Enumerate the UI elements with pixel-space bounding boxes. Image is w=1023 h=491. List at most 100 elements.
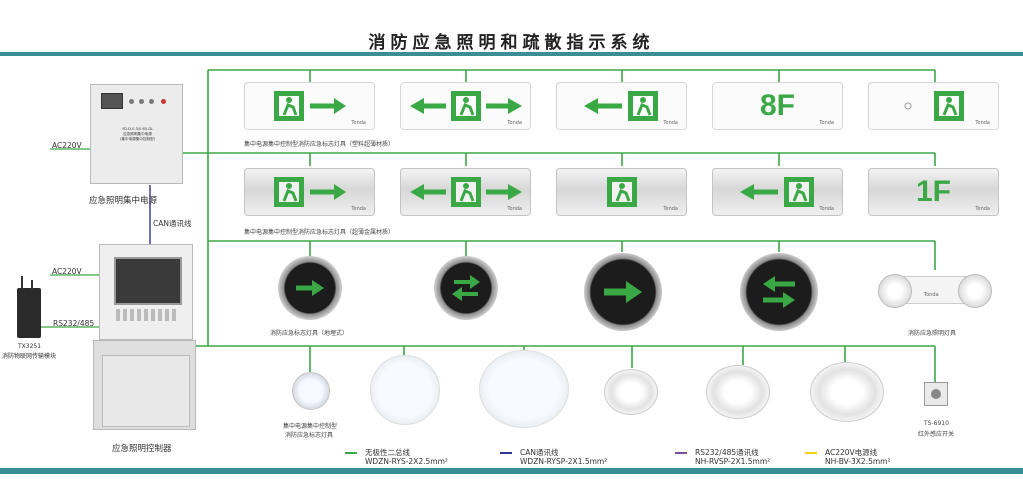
module-model: TX3251 <box>18 343 42 350</box>
floor-sign-large-right[interactable] <box>584 253 662 331</box>
brand-mark: Tonda <box>819 120 834 126</box>
exit-left-icon <box>583 91 658 121</box>
panel-downlight-medium[interactable] <box>370 355 440 425</box>
plate-line: YD-D-0.3/0.65-DL <box>121 127 154 131</box>
brand-mark: Tonda <box>507 120 522 126</box>
arrow-right-icon <box>296 280 324 296</box>
sensor-model: TS-6910 <box>924 420 949 427</box>
controller-cabinet <box>93 340 196 430</box>
row4-caption-line1: 集中电源集中控制型 <box>283 423 338 430</box>
row1-caption: 集中电源集中控制型消防应急标志灯具（塑料超薄材质） <box>244 141 395 148</box>
sign-exit-right[interactable]: Tonda <box>244 82 375 130</box>
bottom-accent-bar <box>0 468 1023 474</box>
exit-door-icon <box>606 177 637 207</box>
top-accent-bar <box>0 52 1023 56</box>
brand-mark: Tonda <box>975 120 990 126</box>
indicator-dot-red <box>161 99 166 104</box>
legend-swatch-yellow <box>805 452 817 454</box>
exit-both-icon <box>409 177 522 207</box>
cable-legend: 无极性二总线 WDZN-RYS-2X2.5mm² CAN通讯线 WDZN-RYS… <box>345 447 985 467</box>
sign-floor-1f[interactable]: 1F Tonda <box>868 168 999 216</box>
indicator-dot <box>149 99 154 104</box>
controller-name: 应急照明控制器 <box>112 444 172 454</box>
exit-right-icon <box>273 177 346 207</box>
row2-caption: 集中电源集中控制型消防应急标志灯具（超薄金属材质） <box>244 229 395 236</box>
twin-spot-emergency-light[interactable]: Tonda <box>878 272 992 308</box>
emergency-controller[interactable] <box>99 244 193 340</box>
brand-mark: Tonda <box>663 206 678 212</box>
plate-line: 应急照明集中电源 <box>123 132 152 136</box>
spot-downlight-small[interactable] <box>604 369 658 415</box>
legend-spec: WDZN-RYS-2X2.5mm² <box>365 457 448 466</box>
row3-caption-left: 消防应急标志灯具（地埋式） <box>270 330 349 337</box>
legend-spec: WDZN-RYSP-2X1.5mm² <box>520 457 608 466</box>
power-unit-input-label: AC220V <box>52 141 82 150</box>
indicator-dot <box>139 99 144 104</box>
antenna <box>31 280 33 290</box>
antenna <box>21 276 23 290</box>
legend-swatch-green <box>345 452 357 454</box>
lamp-head-right <box>958 274 992 308</box>
sign-exit-door[interactable]: Tonda <box>868 82 999 130</box>
controller-keypad <box>116 309 176 321</box>
legend-name: RS232/485通讯线 <box>695 448 759 457</box>
infrared-sensor-switch[interactable] <box>924 382 948 406</box>
indicator-dot <box>129 99 134 104</box>
floor-sign-right[interactable] <box>278 256 342 320</box>
brand-mark: Tonda <box>924 292 939 298</box>
arrow-right-icon <box>604 281 642 303</box>
mini-downlight[interactable] <box>292 372 330 410</box>
cabinet-door <box>102 355 190 427</box>
double-arrow-icon <box>763 276 795 308</box>
power-unit-name: 应急照明集中电源 <box>89 196 158 206</box>
brand-mark: Tonda <box>351 206 366 212</box>
legend-spec: NH-BV-3X2.5mm² <box>825 457 891 466</box>
controller-bus-label: RS232/485 <box>53 319 95 328</box>
spot-downlight-medium[interactable] <box>706 365 770 419</box>
exit-both-icon <box>409 91 522 121</box>
double-arrow-icon <box>452 275 480 301</box>
brand-mark: Tonda <box>975 206 990 212</box>
diagram-title: 消防应急照明和疏散指示系统 <box>368 33 655 53</box>
exit-door-icon <box>904 91 964 121</box>
brand-mark: Tonda <box>663 120 678 126</box>
power-unit-plate: YD-D-0.3/0.65-DL 应急照明集中电源 (集中电源集中控制型) <box>91 127 184 142</box>
sign-exit-right-metal[interactable]: Tonda <box>244 168 375 216</box>
sign-exit-left-metal[interactable]: Tonda <box>712 168 843 216</box>
exit-right-icon <box>273 91 346 121</box>
lamp-head-left <box>878 274 912 308</box>
floor-sign-both[interactable] <box>434 256 498 320</box>
exit-left-icon <box>739 177 814 207</box>
sign-exit-left[interactable]: Tonda <box>556 82 687 130</box>
legend-name: CAN通讯线 <box>520 448 559 457</box>
spot-downlight-large[interactable] <box>810 362 884 422</box>
plate-line: (集中电源集中控制型) <box>119 137 156 141</box>
controller-input-label: AC220V <box>52 267 82 276</box>
sign-exit-both-metal[interactable]: Tonda <box>400 168 531 216</box>
legend-name: AC220V电源线 <box>825 448 878 457</box>
floor-icon: 8F <box>759 89 795 122</box>
legend-spec: NH-RVSP-2X1.5mm² <box>695 457 771 466</box>
brand-mark: Tonda <box>819 206 834 212</box>
sign-exit-both[interactable]: Tonda <box>400 82 531 130</box>
row4-caption-line2: 消防应急标志灯具 <box>285 432 334 439</box>
emergency-power-unit[interactable]: YD-D-0.3/0.65-DL 应急照明集中电源 (集中电源集中控制型) <box>90 84 183 184</box>
legend-swatch-navy <box>500 452 512 454</box>
sensor-eye-icon <box>931 389 941 399</box>
panel-downlight-large[interactable] <box>479 350 569 428</box>
iot-transmission-module[interactable] <box>17 276 41 338</box>
brand-mark: Tonda <box>507 206 522 212</box>
floor-sign-large-both[interactable] <box>740 253 818 331</box>
row3-caption-right: 消防应急照明灯具 <box>908 330 957 337</box>
sign-exit-door-metal[interactable]: Tonda <box>556 168 687 216</box>
controller-screen <box>114 257 182 305</box>
legend-name: 无极性二总线 <box>365 448 410 457</box>
can-line-label: CAN通讯线 <box>153 219 192 228</box>
floor-icon: 1F <box>915 175 951 208</box>
sign-floor-8f[interactable]: 8F Tonda <box>712 82 843 130</box>
legend-swatch-purple <box>675 452 687 454</box>
green-bus-lines <box>183 69 936 382</box>
sensor-name: 红外感应开关 <box>918 431 955 438</box>
power-display <box>101 93 123 109</box>
